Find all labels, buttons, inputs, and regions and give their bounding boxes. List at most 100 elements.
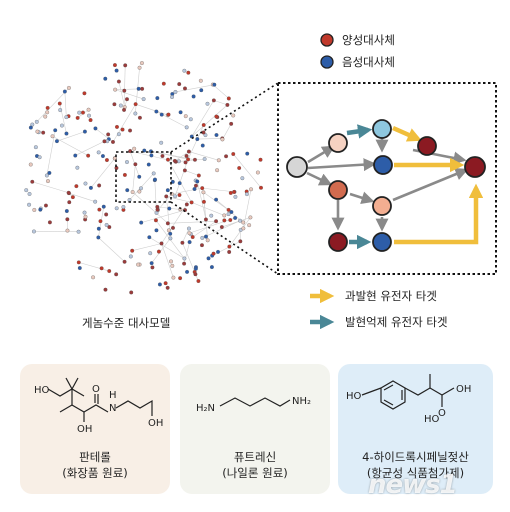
network-node	[100, 154, 105, 159]
overexpression-arrow-1	[392, 125, 422, 142]
network-node	[229, 121, 234, 126]
network-edge	[212, 241, 241, 256]
network-node	[209, 265, 214, 270]
network-node	[137, 189, 142, 194]
network-node	[116, 132, 121, 137]
network-node	[133, 111, 138, 116]
network-node	[189, 200, 194, 205]
zoom-connector-bottom	[170, 201, 279, 275]
network-node	[83, 214, 88, 219]
pathway-nodes	[286, 119, 486, 252]
panthenol-name: 판테롤	[79, 450, 111, 464]
legend-negative-label: 음성대사체	[342, 55, 395, 69]
network-node	[122, 259, 127, 264]
network-node	[149, 261, 154, 266]
network-node	[76, 229, 81, 234]
network-node	[137, 115, 142, 120]
network-edge	[56, 131, 85, 142]
network-node	[200, 243, 204, 248]
network-node	[186, 149, 191, 154]
network-node	[70, 195, 75, 200]
network-node	[255, 170, 260, 175]
network-node	[103, 287, 108, 292]
hpla-atom-o: O	[438, 408, 446, 419]
network-node	[170, 263, 175, 268]
network-node	[198, 78, 203, 83]
network-node	[182, 261, 187, 266]
network-node	[244, 192, 249, 197]
network-node	[93, 199, 98, 204]
network-node	[75, 115, 80, 120]
network-node	[165, 221, 170, 226]
network-node	[53, 128, 58, 133]
network-node	[44, 173, 49, 178]
network-node	[227, 250, 232, 254]
network-node	[38, 207, 43, 212]
network-node	[205, 238, 210, 243]
network-node	[130, 190, 135, 194]
network-node	[125, 97, 129, 102]
network-edge	[64, 91, 67, 118]
network-node	[115, 124, 119, 129]
panthenol-atom-oh-right: OH	[148, 418, 163, 429]
network-node	[104, 158, 109, 163]
network-node	[122, 88, 127, 93]
network-node	[97, 207, 102, 212]
network-node	[203, 217, 208, 222]
network-edge	[189, 217, 236, 234]
network-node	[187, 231, 192, 236]
panthenol-atom-n: N	[109, 403, 116, 414]
panthenol-atom-o: O	[92, 384, 100, 395]
network-node	[125, 160, 129, 165]
network-node	[195, 179, 200, 184]
compound-card-putrescine: H₂N NH₂ 퓨트레신 (나일론 원료)	[180, 364, 330, 494]
network-node	[166, 112, 171, 117]
network-node	[104, 223, 109, 227]
network-node	[74, 184, 79, 189]
network-node	[199, 88, 204, 93]
network-edge	[229, 217, 251, 247]
pathway-node-red-mid	[328, 180, 348, 200]
network-node	[140, 86, 145, 91]
network-node	[212, 82, 217, 87]
network-node	[183, 160, 188, 165]
network-node	[120, 127, 125, 132]
pathway-node-peach-mid	[372, 196, 392, 216]
network-node	[182, 256, 187, 261]
network-edge	[112, 104, 136, 143]
network-node	[259, 185, 263, 190]
network-nodes	[24, 61, 263, 295]
network-node	[32, 229, 36, 234]
network-node	[73, 153, 78, 158]
hpla-atom-oh: OH	[456, 384, 471, 395]
network-edge	[212, 84, 230, 99]
network-node	[35, 129, 40, 134]
network-node	[170, 179, 175, 184]
edge-start-to-red-mid	[306, 171, 333, 186]
panthenol-atom-oh-bottom: OH	[77, 424, 92, 435]
network-node	[112, 102, 117, 107]
pathway-node-blue-bot	[372, 232, 392, 252]
network-node	[182, 68, 187, 73]
network-edge	[197, 138, 223, 140]
network-node	[196, 173, 201, 178]
network-node	[161, 81, 166, 86]
network-node	[112, 63, 117, 68]
network-node	[203, 133, 208, 138]
network-edge	[184, 170, 199, 176]
network-node	[82, 129, 87, 134]
network-node	[96, 226, 101, 231]
network-node	[184, 125, 189, 130]
network-edge	[123, 65, 126, 110]
network-node	[214, 133, 219, 137]
network-edge	[32, 181, 69, 194]
network-node	[98, 219, 103, 224]
network-node	[214, 197, 219, 202]
network-node	[33, 145, 38, 150]
network-node	[209, 213, 214, 218]
network-node	[178, 276, 183, 281]
network-edge	[191, 202, 225, 216]
network-node	[167, 206, 172, 211]
network-node	[66, 85, 71, 90]
